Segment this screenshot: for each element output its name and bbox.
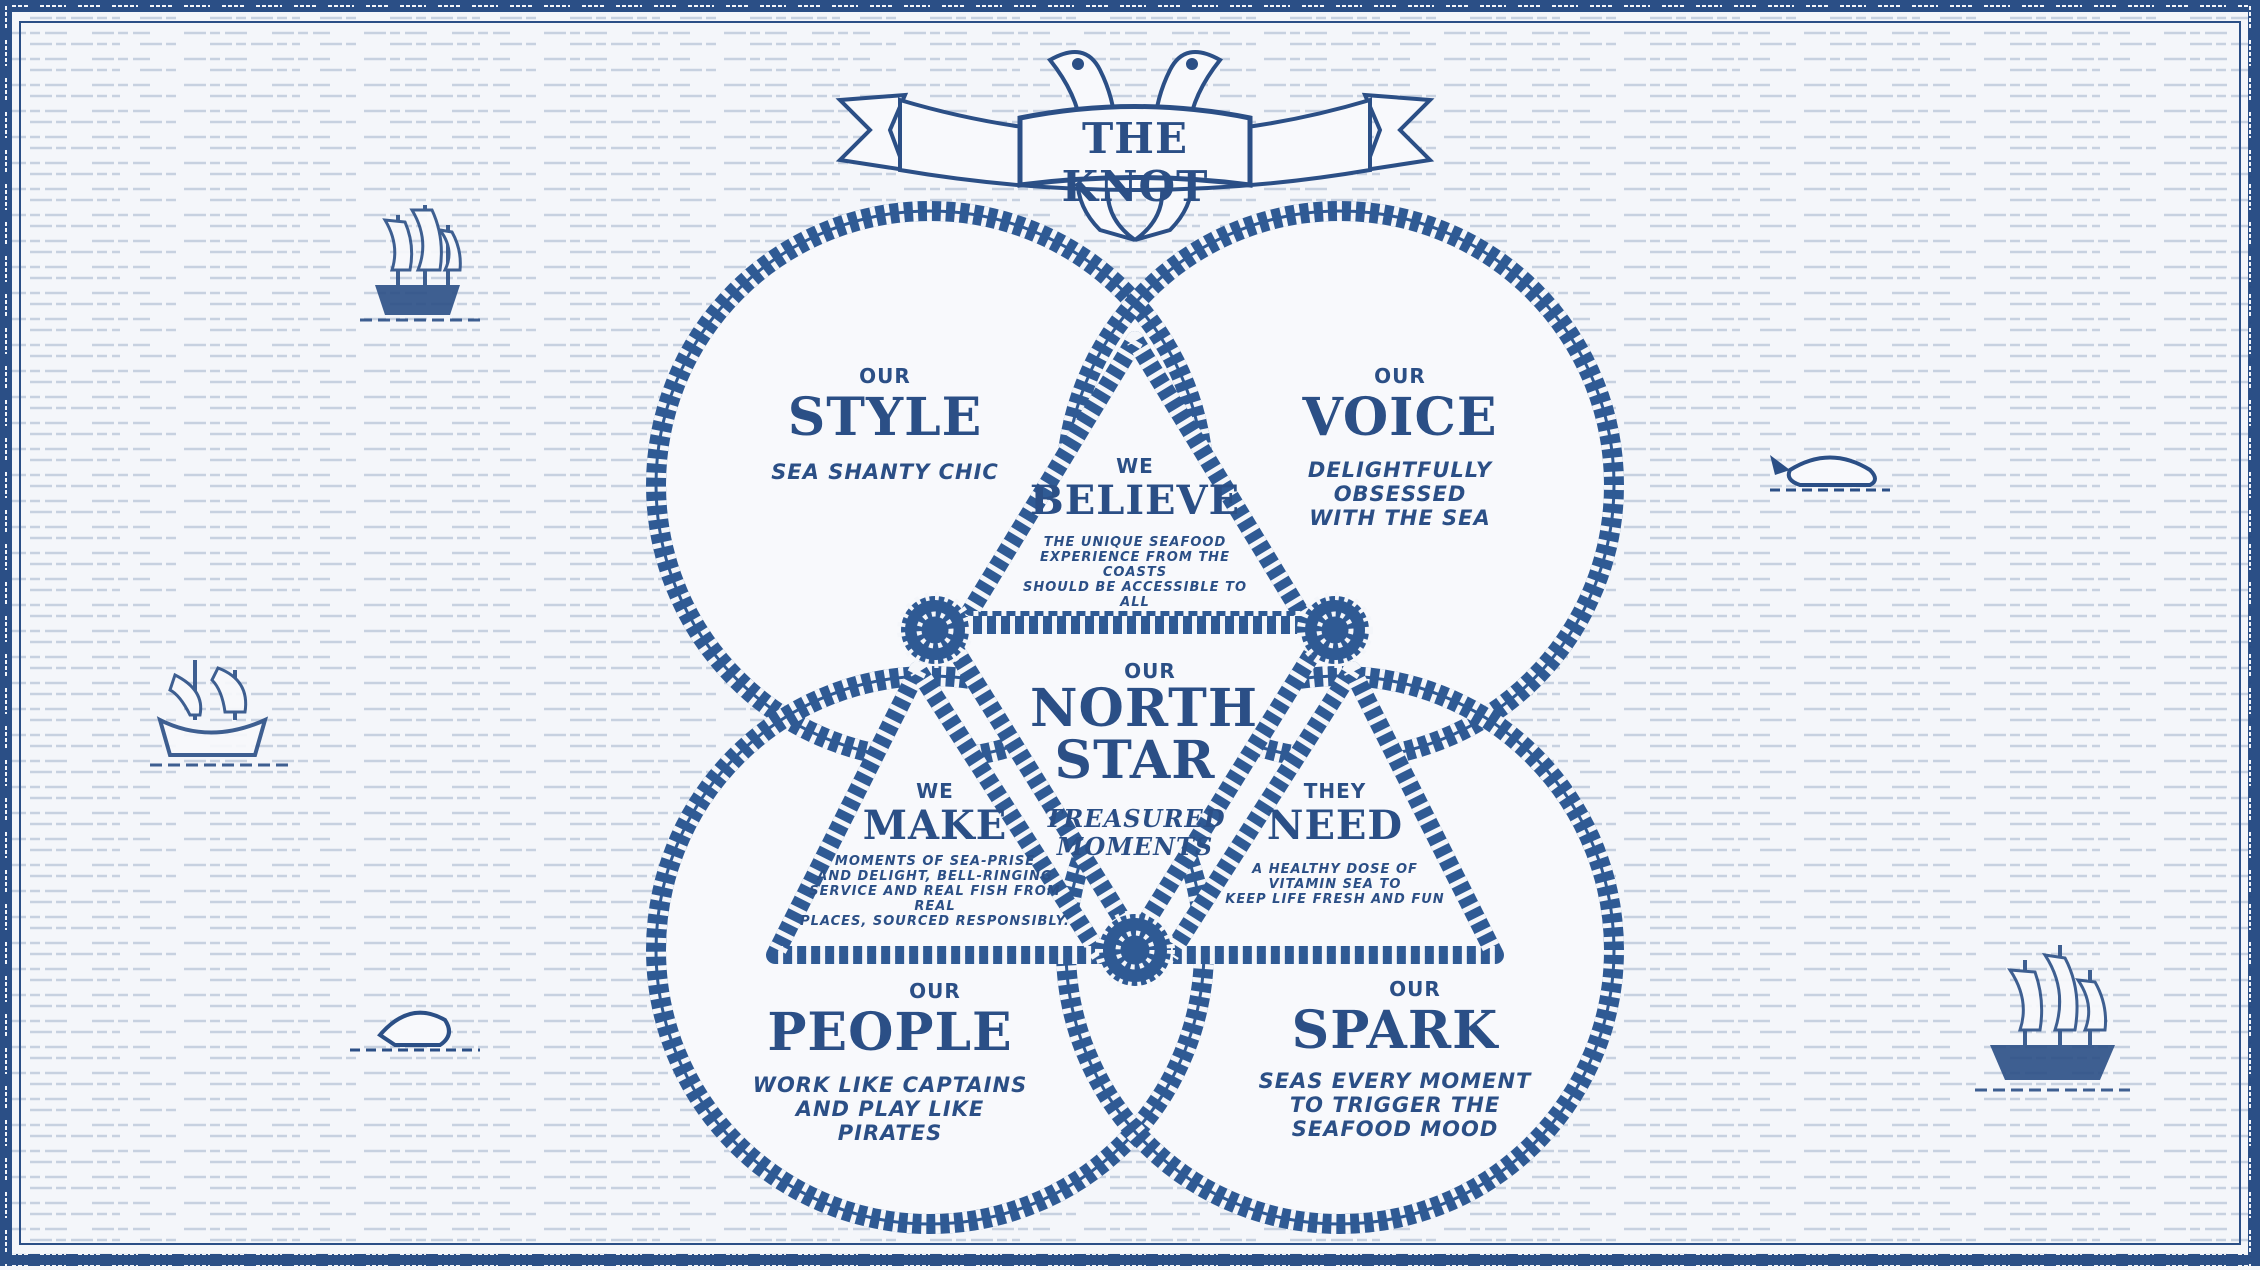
people-title: PEOPLE xyxy=(740,1003,1040,1063)
need-title: NEED xyxy=(1220,803,1450,849)
spark-desc-line3: SEAFOOD MOOD xyxy=(1250,1117,1540,1141)
circle-spark-label: OUR SPARK SEAS EVERY MOMENT TO TRIGGER T… xyxy=(1250,978,1540,1141)
voice-desc-line2: WITH THE SEA xyxy=(1250,506,1550,530)
banner-title: THE KNOT xyxy=(1030,115,1240,212)
circle-people-label: OUR PEOPLE WORK LIKE CAPTAINS AND PLAY L… xyxy=(740,980,1040,1145)
circle-voice-label: OUR VOICE DELIGHTFULLY OBSESSED WITH THE… xyxy=(1250,365,1550,530)
knot-right xyxy=(1301,596,1369,664)
people-desc-line1: WORK LIKE CAPTAINS xyxy=(740,1073,1040,1097)
make-desc-line2: AND DELIGHT, BELL-RINGING xyxy=(800,870,1070,885)
believe-desc-line2: EXPERIENCE FROM THE COASTS xyxy=(1010,551,1260,581)
knot-left xyxy=(901,596,969,664)
need-desc-line3: KEEP LIFE FRESH AND FUN xyxy=(1220,893,1450,908)
believe-desc-line3: SHOULD BE ACCESSIBLE TO ALL xyxy=(1010,581,1260,611)
north-star-title-line1: NORTH xyxy=(1030,683,1240,735)
triangle-need-label: THEY NEED A HEALTHY DOSE OF VITAMIN SEA … xyxy=(1220,780,1450,908)
banner-title-text: THE KNOT xyxy=(1030,115,1240,212)
style-title: STYLE xyxy=(760,388,1010,448)
make-desc-line3: SERVICE AND REAL FISH FROM REAL xyxy=(800,885,1070,915)
spark-desc-line2: TO TRIGGER THE xyxy=(1250,1093,1540,1117)
voice-title: VOICE xyxy=(1250,388,1550,448)
believe-prefix: WE xyxy=(1010,455,1260,478)
believe-desc-line1: THE UNIQUE SEAFOOD xyxy=(1010,536,1260,551)
make-desc-line4: PLACES, SOURCED RESPONSIBLY. xyxy=(800,915,1070,930)
spark-prefix: OUR xyxy=(1250,978,1540,1001)
spark-desc-line1: SEAS EVERY MOMENT xyxy=(1250,1069,1540,1093)
people-desc-line2: AND PLAY LIKE PIRATES xyxy=(740,1097,1040,1145)
circle-style-label: OUR STYLE SEA SHANTY CHIC xyxy=(760,365,1010,484)
knot-bottom xyxy=(1099,914,1171,986)
need-prefix: THEY xyxy=(1220,780,1450,803)
spark-title: SPARK xyxy=(1250,1001,1540,1061)
make-prefix: WE xyxy=(800,780,1070,803)
make-desc-line1: MOMENTS OF SEA-PRISE xyxy=(800,855,1070,870)
style-prefix: OUR xyxy=(760,365,1010,388)
voice-desc-line1: DELIGHTFULLY OBSESSED xyxy=(1250,458,1550,506)
style-desc: SEA SHANTY CHIC xyxy=(760,460,1010,484)
need-desc-line1: A HEALTHY DOSE OF xyxy=(1220,863,1450,878)
people-prefix: OUR xyxy=(740,980,1040,1003)
voice-prefix: OUR xyxy=(1250,365,1550,388)
make-title: MAKE xyxy=(800,803,1070,849)
triangle-make-label: WE MAKE MOMENTS OF SEA-PRISE AND DELIGHT… xyxy=(800,780,1070,930)
triangle-believe-label: WE BELIEVE THE UNIQUE SEAFOOD EXPERIENCE… xyxy=(1010,455,1260,611)
need-desc-line2: VITAMIN SEA TO xyxy=(1220,878,1450,893)
believe-title: BELIEVE xyxy=(1010,478,1260,524)
